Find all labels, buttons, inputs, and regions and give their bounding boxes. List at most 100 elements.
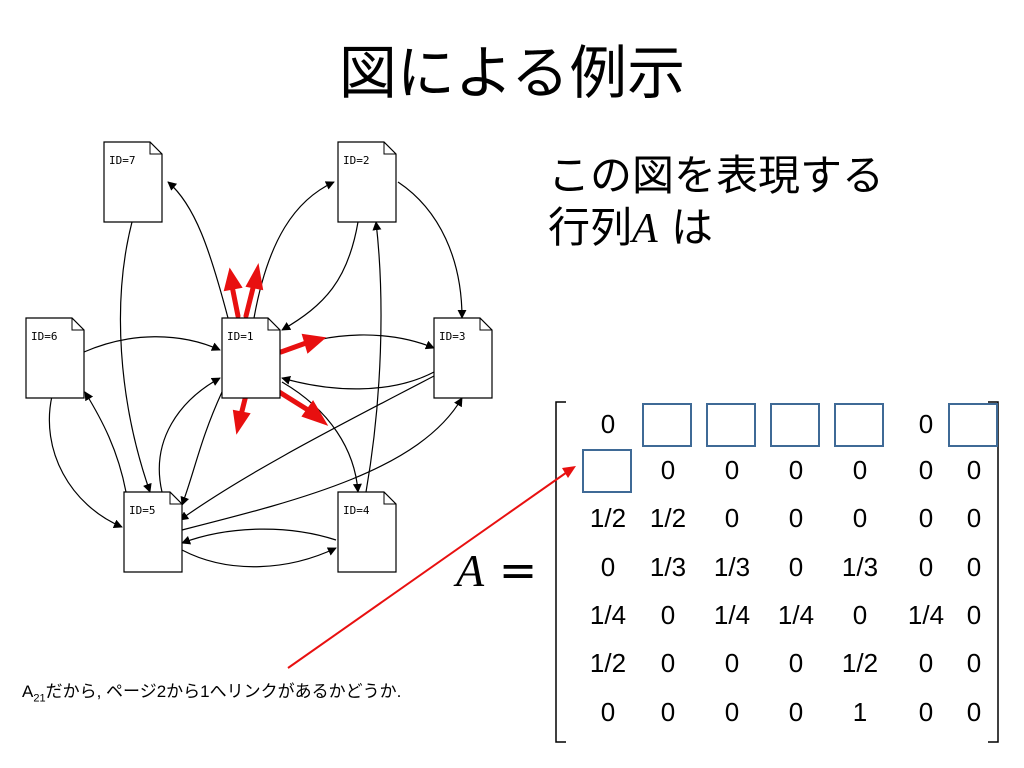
edge-1-2	[253, 181, 335, 319]
edge-7-5	[119, 221, 152, 493]
matrix-cell: 0	[852, 600, 868, 630]
edge-4-2	[365, 221, 382, 493]
matrix-cell: 0	[600, 409, 616, 439]
edge-1-4	[281, 381, 362, 493]
edge-5-1	[158, 377, 221, 493]
matrix-cell: 0	[724, 503, 740, 533]
page-node-label: ID=3	[439, 330, 466, 343]
matrix-cell: 0	[788, 503, 804, 533]
matrix-cell: 0	[660, 697, 676, 727]
matrix-equation-label: A =	[456, 540, 537, 601]
edge-5-3	[181, 397, 463, 531]
pointer-line	[287, 469, 571, 669]
matrix-cell: 0	[918, 455, 934, 485]
highlight-arrow-1-7	[223, 267, 243, 319]
matrix-blank-cell	[702, 402, 762, 447]
matrix-cell: 0	[660, 600, 676, 630]
matrix-cell: 0	[788, 455, 804, 485]
matrix-cell: 0	[918, 552, 934, 582]
matrix-variable: A	[632, 206, 658, 252]
matrix-cell: 0	[724, 697, 740, 727]
matrix-cell: 1/4	[777, 600, 815, 630]
matrix-cell: 0	[918, 648, 934, 678]
matrix-blank-cell	[578, 448, 638, 493]
matrix-blank-cell	[944, 402, 1004, 447]
matrix-cell: 1/2	[841, 648, 879, 678]
matrix-cell: 1/3	[649, 552, 687, 582]
matrix-cell: 0	[724, 648, 740, 678]
page-node-6: ID=6	[25, 317, 85, 399]
page-node-7: ID=7	[103, 141, 163, 223]
page-node-4: ID=4	[337, 491, 397, 573]
matrix-cell: 0	[918, 503, 934, 533]
highlight-arrow-1-4	[273, 387, 329, 426]
edge-6-5	[48, 395, 123, 528]
matrix-cell: 0	[852, 503, 868, 533]
explanation-note: A21だから, ページ2から1へリンクがあるかどうか.	[22, 677, 401, 704]
edge-2-3	[397, 181, 467, 319]
matrix-cell: 0	[660, 455, 676, 485]
matrix-cell: 0	[600, 552, 616, 582]
slide-title: 図による例示	[338, 39, 686, 107]
matrix-cell: 1/4	[589, 600, 627, 630]
matrix-cell: 0	[788, 697, 804, 727]
question-prefix: 行列	[548, 203, 633, 252]
edge-5-6	[84, 391, 127, 493]
edge-6-1	[83, 336, 221, 353]
matrix-cell: 1/3	[841, 552, 879, 582]
matrix-cell: 0	[966, 552, 982, 582]
note-subscript: 21	[33, 692, 46, 705]
question-text: この図を表現する 行列A は	[548, 150, 884, 255]
page-node-label: ID=5	[129, 504, 156, 517]
page-node-1: ID=1	[221, 317, 281, 399]
note-symbol: A	[22, 682, 34, 701]
matrix-cell: 1/2	[589, 503, 627, 533]
matrix-cell: 0	[966, 503, 982, 533]
matrix-cell: 1/4	[713, 600, 751, 630]
matrix-cell: 1/2	[649, 503, 687, 533]
matrix-cell: 0	[852, 455, 868, 485]
equation-variable: A	[456, 545, 485, 596]
equals-sign: =	[498, 543, 538, 597]
matrix-blank-cell	[830, 402, 890, 447]
highlight-arrow-1-3	[278, 333, 327, 355]
matrix-cell: 0	[788, 552, 804, 582]
page-node-3: ID=3	[433, 317, 493, 399]
edge-5-4	[181, 547, 337, 568]
matrix-cell: 0	[966, 648, 982, 678]
matrix-cell: 0	[918, 697, 934, 727]
matrix-cell: 1	[852, 697, 868, 727]
question-line-2: 行列A は	[548, 202, 884, 255]
matrix-cell: 0	[966, 455, 982, 485]
matrix-cell: 0	[966, 600, 982, 630]
question-suffix: は	[671, 203, 714, 252]
matrix-cell: 0	[788, 648, 804, 678]
page-node-2: ID=2	[337, 141, 397, 223]
matrix-blank-cell	[638, 402, 698, 447]
matrix-cell: 1/2	[589, 648, 627, 678]
page-node-5: ID=5	[123, 491, 183, 573]
edge-1-5	[180, 391, 223, 506]
matrix-blank-cell	[766, 402, 826, 447]
edge-1-7	[167, 181, 229, 319]
matrix-cell: 1/4	[907, 600, 945, 630]
matrix-cell: 0	[918, 409, 934, 439]
left-bracket	[555, 401, 566, 743]
edge-3-5	[179, 375, 435, 521]
page-node-label: ID=7	[109, 154, 136, 167]
edge-3-1	[281, 371, 435, 390]
edge-2-1	[281, 221, 359, 331]
page-node-label: ID=4	[343, 504, 370, 517]
page-node-label: ID=2	[343, 154, 370, 167]
matrix-cell: 0	[966, 697, 982, 727]
edge-4-5	[181, 528, 337, 545]
right-bracket	[988, 401, 999, 743]
note-text: だから, ページ2から1へリンクがあるかどうか.	[45, 682, 402, 701]
matrix-cell: 0	[660, 648, 676, 678]
page-node-label: ID=1	[227, 330, 254, 343]
question-line-1: この図を表現する	[548, 151, 885, 200]
matrix-cell: 0	[600, 697, 616, 727]
page-node-label: ID=6	[31, 330, 58, 343]
